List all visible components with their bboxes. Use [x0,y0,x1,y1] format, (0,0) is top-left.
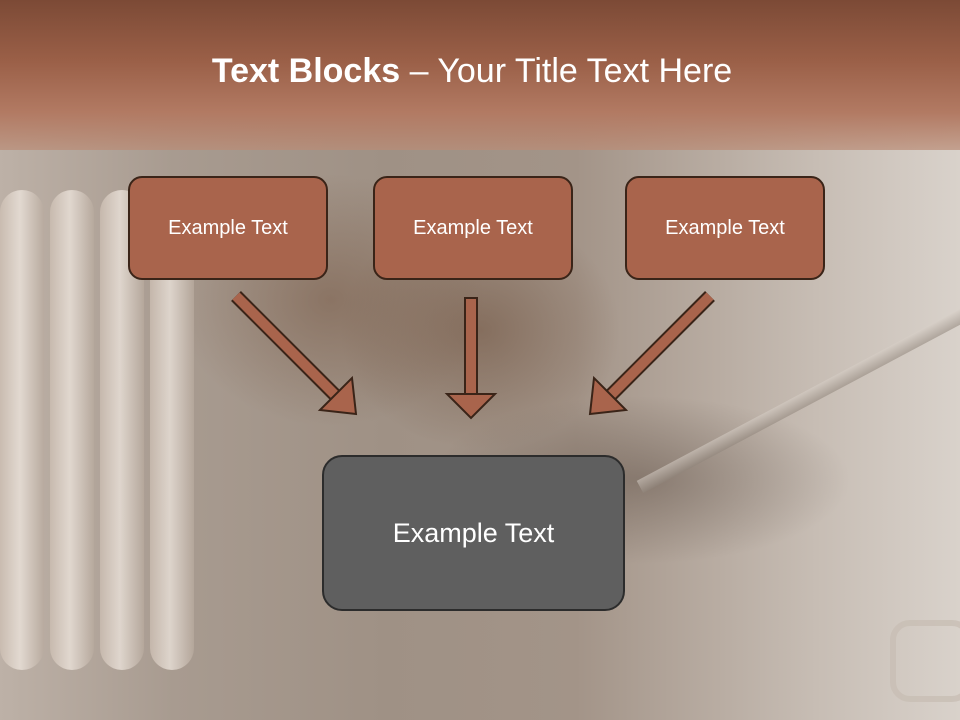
top-text-box-1-label: Example Text [168,216,288,239]
arrow-down-right[interactable] [231,291,358,416]
limo-grille-bar [0,190,44,670]
top-text-box-2-label: Example Text [413,216,533,239]
top-text-box-1[interactable]: Example Text [128,176,328,280]
top-text-box-3[interactable]: Example Text [625,176,825,280]
title-bold: Text Blocks [211,52,401,90]
slide-title[interactable]: Text Blocks – Your Title Text Here [0,52,944,91]
top-text-box-3-label: Example Text [665,216,785,239]
top-text-box-2[interactable]: Example Text [373,176,573,280]
bottom-text-box-label: Example Text [392,517,555,548]
title-rest: – Your Title Text Here [400,52,733,90]
arrow-down[interactable] [444,297,498,420]
arrow-down-left[interactable] [588,291,715,416]
limo-grille-bar [50,190,94,670]
door-handle [890,620,960,702]
bottom-text-box[interactable]: Example Text [322,455,625,611]
slide-header [0,0,960,150]
